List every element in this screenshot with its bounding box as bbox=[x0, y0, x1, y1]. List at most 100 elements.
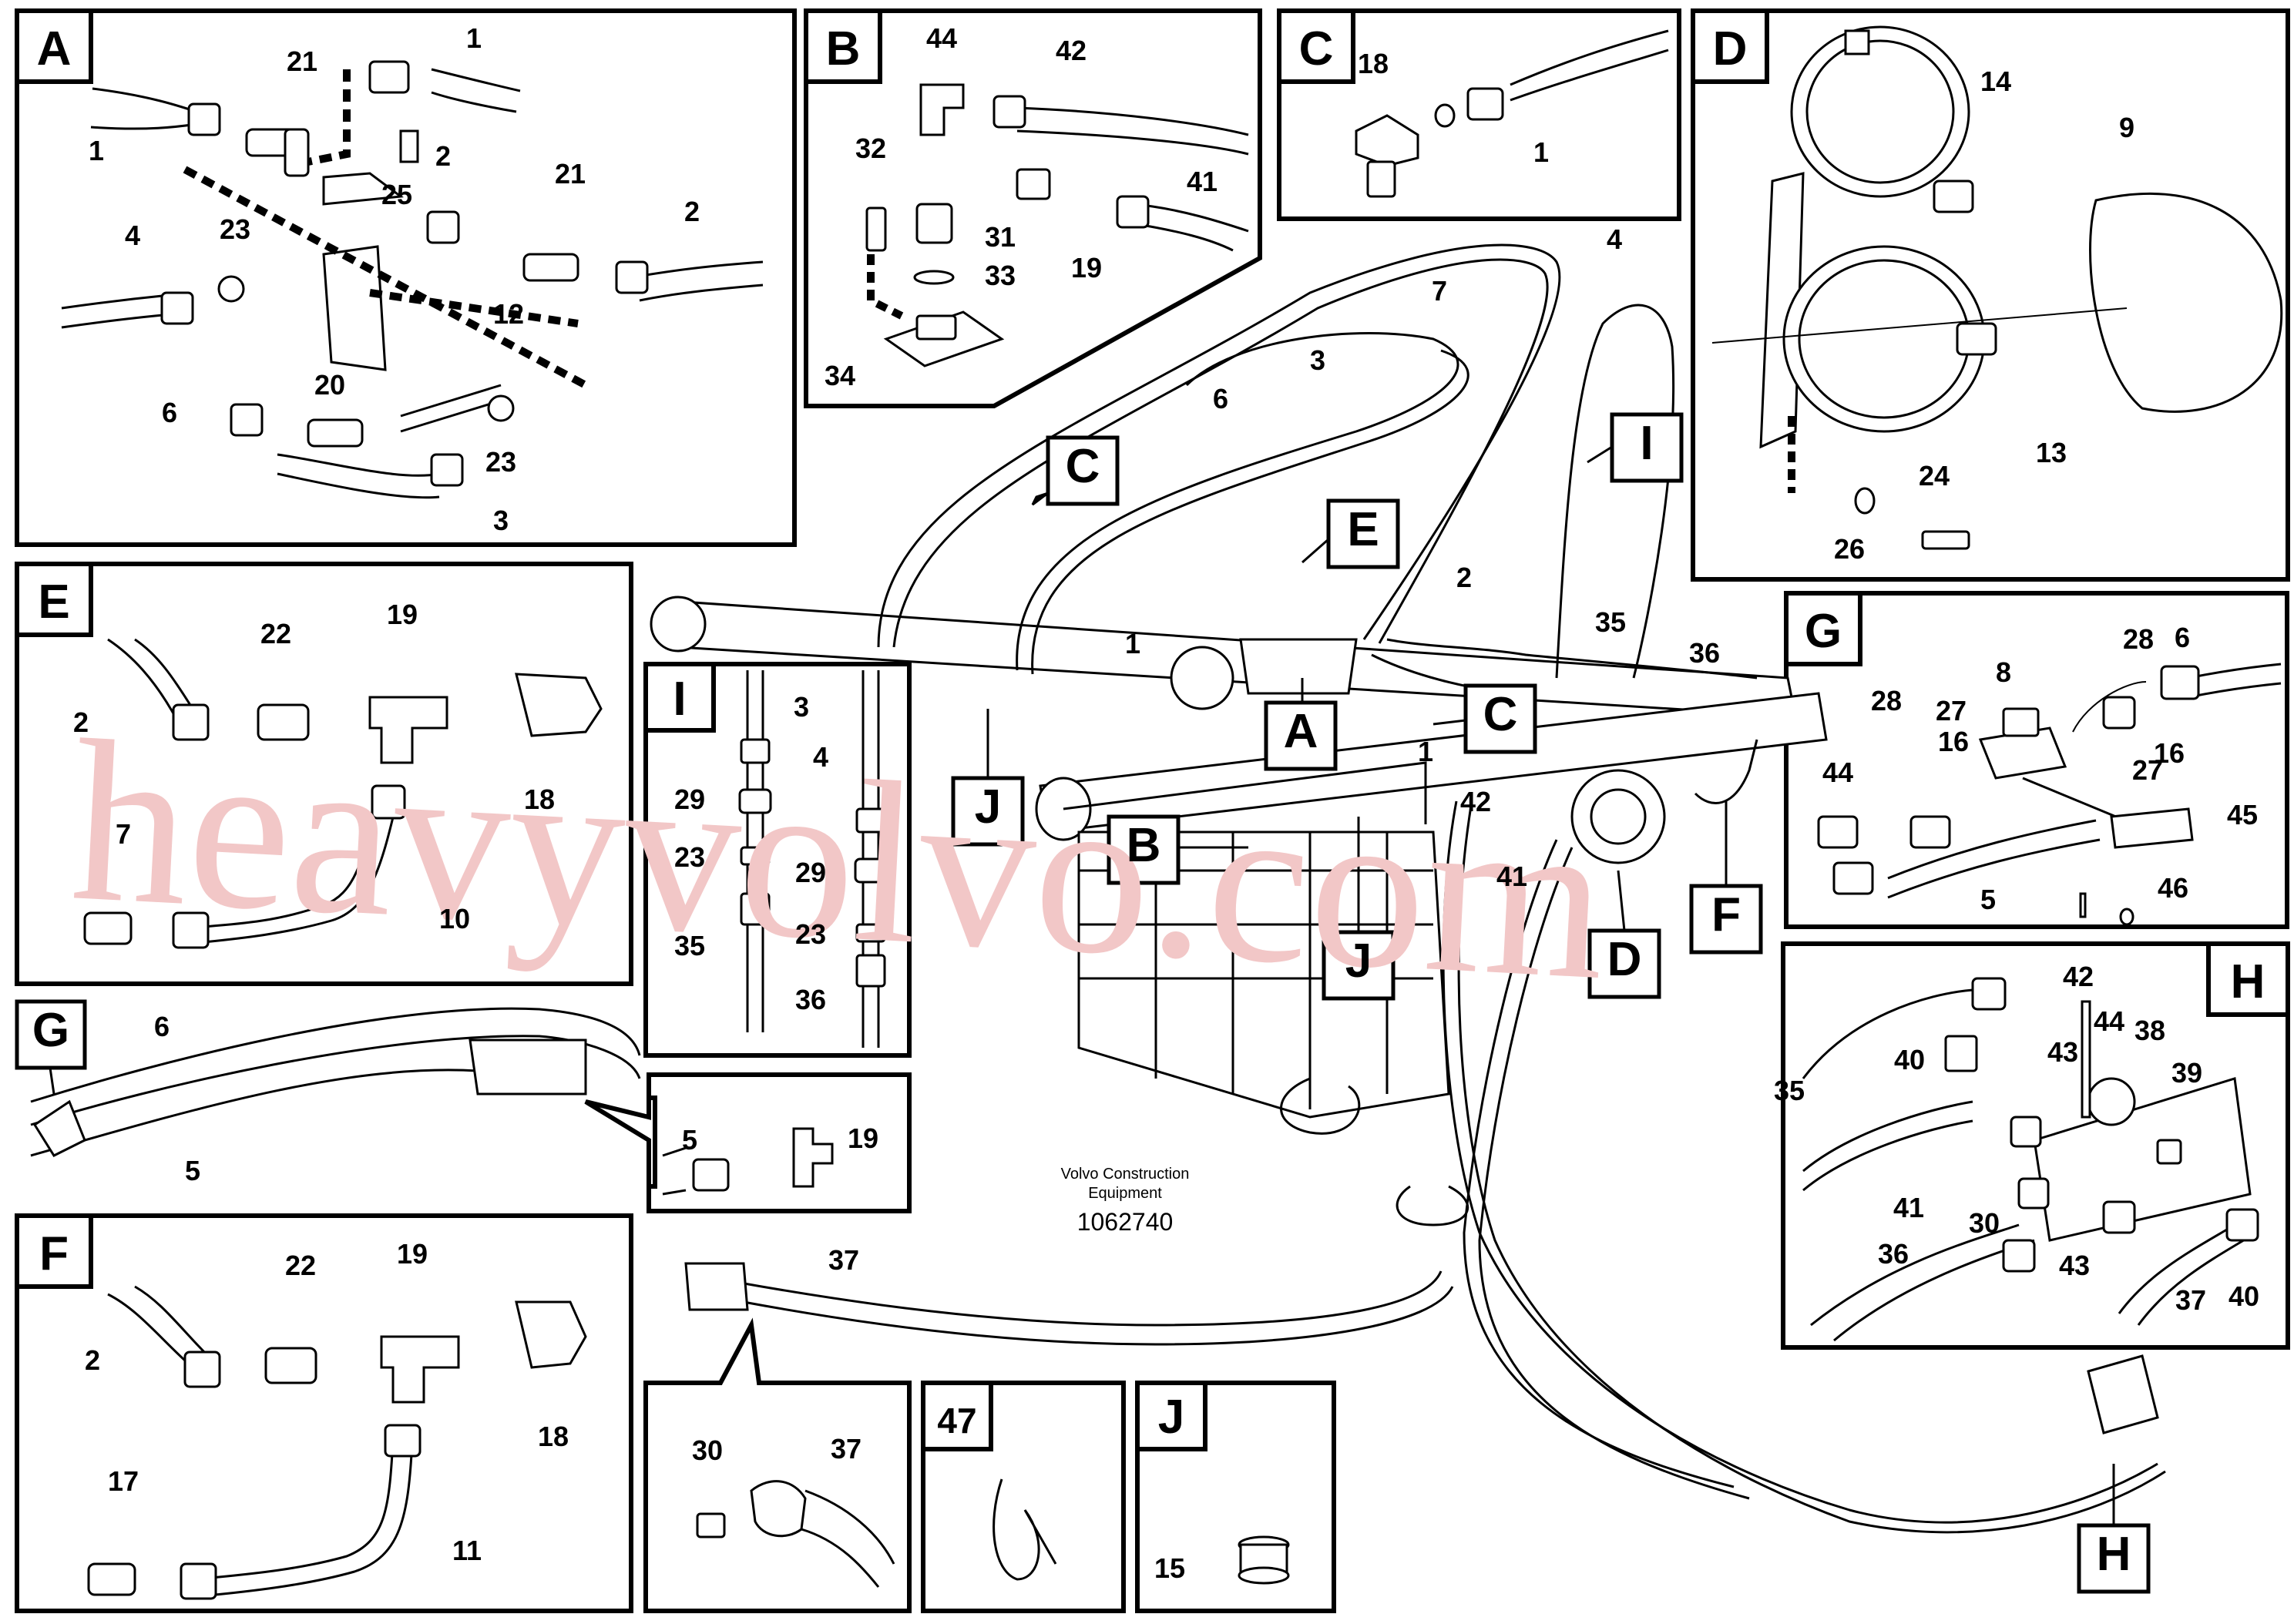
watermark: heavyvolvo.com bbox=[67, 692, 1613, 1028]
part-label-g-11: 46 bbox=[2158, 872, 2188, 904]
part-label-b-6: 19 bbox=[1071, 252, 1102, 284]
overview-callout-c-0: C bbox=[1066, 440, 1100, 493]
panel-item-47: 47 bbox=[921, 1381, 1126, 1613]
overview-callout-g-10: G bbox=[32, 1004, 69, 1057]
part-label-a-1: 21 bbox=[287, 45, 317, 77]
part-label-g-0: 8 bbox=[1996, 656, 2011, 688]
part-label-a-11: 6 bbox=[162, 397, 177, 428]
part-label-h-7: 41 bbox=[1893, 1192, 1924, 1223]
part-label-h-10: 43 bbox=[2059, 1250, 2090, 1281]
overview-machine bbox=[30, 243, 2166, 1534]
part-label-a-5: 21 bbox=[555, 158, 586, 190]
part-label-i-0: 3 bbox=[794, 691, 809, 723]
part-label-c-1: 1 bbox=[1533, 136, 1549, 168]
part-label-f-3: 18 bbox=[538, 1421, 569, 1452]
part-label-h-4: 43 bbox=[2047, 1036, 2078, 1068]
overview-callout-i-2: I bbox=[1640, 417, 1653, 470]
part-label-d-0: 14 bbox=[1980, 65, 2011, 97]
overview-callout-d-8: D bbox=[1607, 933, 1642, 986]
part-label-h-2: 38 bbox=[2134, 1015, 2165, 1046]
part-label-a-7: 4 bbox=[125, 220, 140, 251]
overview-label-2: 4 bbox=[1607, 223, 1622, 255]
part-label-h-6: 35 bbox=[1774, 1075, 1805, 1106]
part-label-b-1: 42 bbox=[1056, 35, 1087, 66]
part-label-g-8: 27 bbox=[2132, 754, 2163, 786]
caption-line-1: Volvo Construction bbox=[1061, 1166, 1190, 1183]
overview-label-8: 1 bbox=[1418, 736, 1433, 767]
part-label-g-10: 5 bbox=[1980, 884, 1996, 915]
part-label-b-3: 41 bbox=[1187, 166, 1218, 197]
part-label-f-0: 22 bbox=[285, 1250, 316, 1281]
panel-title-g: G bbox=[1805, 605, 1842, 658]
part-label-d-1: 9 bbox=[2119, 112, 2134, 143]
part-label-g-1: 28 bbox=[1871, 685, 1902, 716]
part-label-a-0: 1 bbox=[466, 22, 482, 54]
part-label-b-5: 33 bbox=[985, 260, 1016, 291]
overview-callout-f-9: F bbox=[1711, 888, 1741, 941]
part-label-a-9: 12 bbox=[493, 298, 524, 330]
part-label-f-1: 19 bbox=[397, 1238, 428, 1270]
part-label-f-5: 11 bbox=[452, 1535, 482, 1566]
part-label-f-2: 2 bbox=[85, 1344, 100, 1376]
panel-detail-37 bbox=[643, 1317, 912, 1613]
part-label-b-4: 31 bbox=[985, 221, 1016, 253]
overview-callout-e-1: E bbox=[1347, 503, 1379, 556]
panel-title-47: 47 bbox=[937, 1401, 976, 1441]
part-label-a-4: 2 bbox=[435, 140, 451, 172]
overview-label-4: 2 bbox=[1456, 562, 1472, 593]
part-label-h-9: 36 bbox=[1878, 1238, 1909, 1270]
overview-callout-c-4: C bbox=[1483, 688, 1518, 741]
part-label-i-1: 4 bbox=[813, 741, 828, 773]
part-label-e-3: 18 bbox=[524, 783, 555, 815]
panel-detail-19 bbox=[584, 1072, 912, 1213]
part-label-h-12: 40 bbox=[2229, 1280, 2259, 1312]
panel-title-a: A bbox=[37, 22, 72, 75]
part-label-a-12: 23 bbox=[485, 446, 516, 478]
overview-label-0: 3 bbox=[1310, 344, 1325, 376]
part-label-h-5: 39 bbox=[2171, 1057, 2202, 1089]
panel-title-b: B bbox=[826, 22, 861, 75]
overview-label-1: 7 bbox=[1432, 275, 1447, 307]
part-label-e-5: 10 bbox=[439, 903, 470, 934]
part-label-detail-37-1: 37 bbox=[831, 1433, 862, 1465]
part-label-a-8: 23 bbox=[220, 213, 250, 245]
panel-title-f: F bbox=[39, 1227, 69, 1280]
overview-callout-a-3: A bbox=[1284, 705, 1318, 758]
panel-b: B bbox=[804, 8, 1262, 408]
part-label-a-13: 3 bbox=[493, 505, 509, 536]
part-label-detail-19-0: 5 bbox=[682, 1124, 697, 1156]
part-label-c-0: 18 bbox=[1358, 48, 1389, 79]
part-label-detail-19-1: 19 bbox=[848, 1122, 878, 1154]
part-label-h-11: 37 bbox=[2175, 1284, 2206, 1316]
overview-label-13: 37 bbox=[828, 1244, 859, 1276]
panel-a: A bbox=[15, 8, 797, 547]
part-label-i-6: 23 bbox=[795, 918, 826, 950]
panel-d: D bbox=[1691, 8, 2290, 582]
part-label-e-2: 2 bbox=[73, 706, 89, 738]
caption-line-2: Equipment bbox=[1088, 1185, 1162, 1202]
part-label-a-6: 2 bbox=[684, 196, 700, 227]
part-label-g-4: 27 bbox=[1936, 695, 1967, 726]
panel-h: H bbox=[1781, 941, 2290, 1350]
part-label-i-2: 29 bbox=[674, 783, 705, 815]
overview-label-3: 6 bbox=[1213, 383, 1228, 414]
overview-label-10: 41 bbox=[1496, 861, 1527, 892]
overview-callout-j-5: J bbox=[975, 780, 1001, 834]
overview-label-12: 5 bbox=[185, 1155, 200, 1186]
panel-title-j: J bbox=[1158, 1391, 1184, 1444]
part-label-h-0: 42 bbox=[2063, 961, 2094, 992]
part-label-i-4: 29 bbox=[795, 857, 826, 888]
part-label-g-6: 44 bbox=[1822, 757, 1853, 788]
overview-pointers bbox=[49, 445, 2115, 1525]
part-label-e-4: 7 bbox=[116, 818, 131, 850]
part-label-a-10: 20 bbox=[314, 369, 345, 401]
panel-f: F bbox=[15, 1213, 633, 1613]
part-label-d-3: 24 bbox=[1919, 460, 1950, 492]
overview-label-6: 36 bbox=[1689, 637, 1720, 669]
part-label-h-1: 44 bbox=[2094, 1005, 2124, 1037]
part-label-g-9: 45 bbox=[2227, 799, 2258, 830]
part-label-j-0: 15 bbox=[1154, 1552, 1185, 1584]
